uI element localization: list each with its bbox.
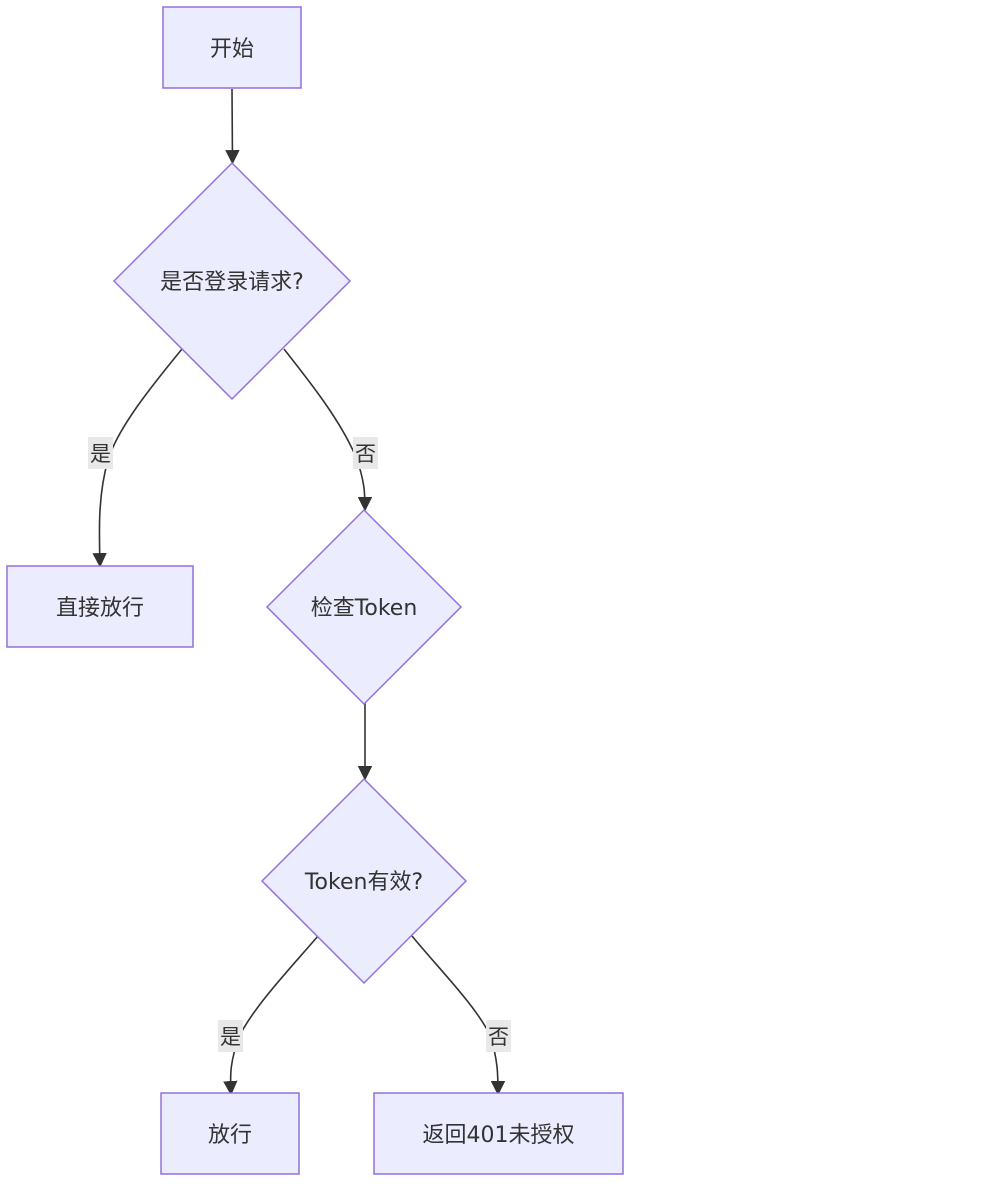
edge-labels: 是 否 是 否 [88, 437, 511, 1052]
node-return-401-unauthorized: 返回401未授权 [373, 1092, 624, 1175]
edges [92, 88, 506, 1096]
edge-label-is-login-no: 否 [353, 437, 378, 469]
edge-label-is-login-yes: 是 [88, 437, 113, 469]
edge-start-to-is-login [225, 88, 240, 165]
svg-text:放行: 放行 [208, 1123, 252, 1148]
svg-text:是: 是 [220, 1025, 241, 1049]
svg-text:检查Token: 检查Token [311, 596, 418, 621]
svg-text:否: 否 [355, 442, 376, 466]
svg-text:Token有效?: Token有效? [304, 870, 423, 895]
svg-text:返回401未授权: 返回401未授权 [423, 1123, 575, 1148]
node-start: 开始 [162, 6, 302, 89]
node-pass: 放行 [160, 1092, 300, 1175]
edge-token-valid-to-pass [223, 935, 319, 1096]
decision-check-token: 检查Token [265, 508, 463, 706]
svg-text:开始: 开始 [210, 37, 254, 62]
edge-token-valid-to-unauthorized [411, 935, 506, 1096]
edge-label-token-valid-no: 否 [486, 1020, 511, 1052]
decision-is-login-request: 是否登录请求? [112, 161, 352, 401]
decision-token-valid: Token有效? [260, 777, 468, 985]
svg-text:否: 否 [488, 1025, 509, 1049]
node-pass-directly: 直接放行 [6, 565, 194, 648]
svg-text:是: 是 [90, 442, 111, 466]
edge-is-login-to-check-token [283, 348, 373, 512]
edge-label-token-valid-yes: 是 [218, 1020, 243, 1052]
svg-text:是否登录请求?: 是否登录请求? [160, 270, 304, 295]
svg-text:直接放行: 直接放行 [56, 596, 144, 621]
